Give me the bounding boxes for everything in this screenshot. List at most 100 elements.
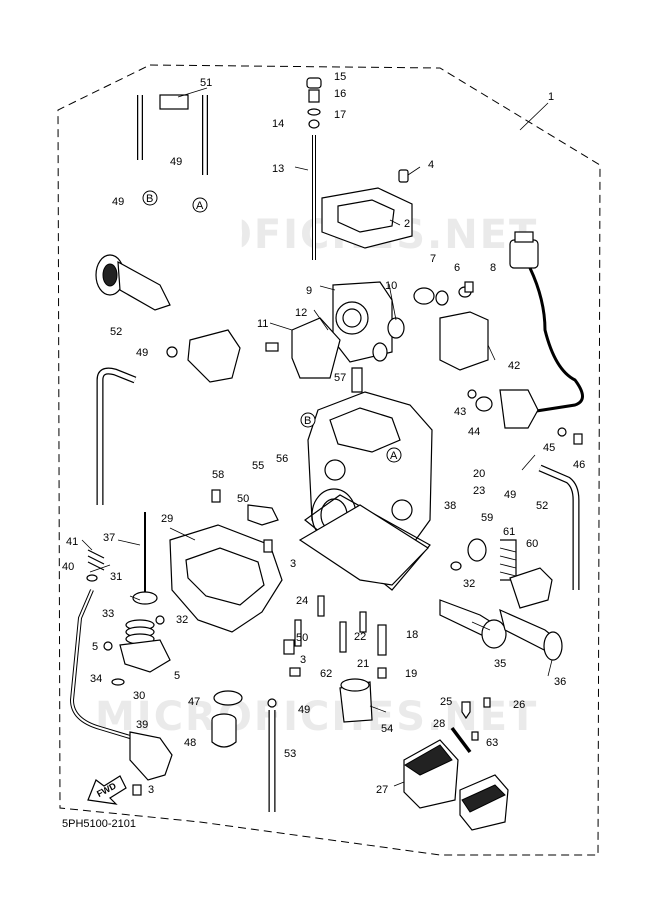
callout-38: 38 <box>444 500 456 512</box>
callout-49: 49 <box>170 156 182 168</box>
callout-52b: 52 <box>536 500 548 512</box>
callout-55: 55 <box>252 460 264 472</box>
switch-assembly-27 <box>403 739 509 831</box>
callout-32: 32 <box>176 614 188 626</box>
callout-29: 29 <box>161 513 173 525</box>
leader-1 <box>519 102 549 131</box>
callout-50: 50 <box>237 493 249 505</box>
callout-57: 57 <box>334 372 346 384</box>
callout-45: 45 <box>543 442 555 454</box>
fwd-arrow: FWD <box>87 775 127 805</box>
carburetor-body <box>298 367 433 591</box>
callout-32b: 32 <box>463 578 475 590</box>
callout-54: 54 <box>381 723 393 735</box>
callout-62: 62 <box>320 668 332 680</box>
small-parts-lower-right <box>450 697 491 754</box>
callout-49b: 49 <box>112 196 124 208</box>
drain-tube-53 <box>267 698 277 812</box>
callout-34: 34 <box>90 673 102 685</box>
callout-3b: 3 <box>300 654 306 666</box>
float-bowl-29 <box>169 489 283 633</box>
callout-33: 33 <box>102 608 114 620</box>
callout-19: 19 <box>405 668 417 680</box>
assembly-boundary <box>57 64 601 856</box>
callout-49d: 49 <box>504 489 516 501</box>
callout-18: 18 <box>406 629 418 641</box>
overflow-tube-52 <box>96 367 580 590</box>
callout-35: 35 <box>494 658 506 670</box>
svg-text:B: B <box>146 193 153 205</box>
callout-11: 11 <box>257 318 268 330</box>
callout-52: 52 <box>110 326 122 338</box>
callout-23: 23 <box>473 485 485 497</box>
callout-7: 7 <box>430 253 436 265</box>
callout-48: 48 <box>184 737 196 749</box>
ref-mark-a-body: A <box>386 447 402 463</box>
callout-28: 28 <box>433 718 445 730</box>
callout-17: 17 <box>334 109 346 121</box>
callout-37: 37 <box>103 532 115 544</box>
callout-46: 46 <box>573 459 585 471</box>
callout-15: 15 <box>334 71 346 83</box>
right-side-parts <box>439 538 563 661</box>
callout-49e: 49 <box>298 704 310 716</box>
callout-42: 42 <box>508 360 520 372</box>
callout-3: 3 <box>290 558 296 570</box>
callout-16: 16 <box>334 88 346 100</box>
ref-mark-a-top: A <box>192 197 208 213</box>
callout-44: 44 <box>468 426 480 438</box>
svg-text:B: B <box>304 415 311 427</box>
callout-60: 60 <box>526 538 538 550</box>
callout-3c: 3 <box>148 784 154 796</box>
callout-51: 51 <box>200 77 212 89</box>
ref-mark-b-body: B <box>300 412 316 428</box>
jet-parts <box>283 595 387 723</box>
callout-36: 36 <box>554 676 566 688</box>
callout-43: 43 <box>454 406 466 418</box>
callout-10: 10 <box>385 280 397 292</box>
svg-text:A: A <box>196 200 204 212</box>
throttle-pulley <box>95 254 241 383</box>
callout-5b: 5 <box>174 670 180 682</box>
callout-30: 30 <box>133 690 145 702</box>
callout-22: 22 <box>354 631 366 643</box>
callout-49c: 49 <box>136 347 148 359</box>
throttle-sensor-42 <box>467 231 584 445</box>
callout-9: 9 <box>306 285 312 297</box>
callout-12: 12 <box>295 307 307 319</box>
callout-53: 53 <box>284 748 296 760</box>
diagram-code: 5PH5100-2101 <box>62 818 136 830</box>
clamp-set <box>413 281 489 371</box>
drain-plug-48 <box>211 690 243 748</box>
callout-21: 21 <box>357 658 369 670</box>
callout-56: 56 <box>276 453 288 465</box>
callout-47: 47 <box>188 696 200 708</box>
svg-text:A: A <box>390 450 398 462</box>
callout-1: 1 <box>548 91 554 103</box>
callout-31: 31 <box>110 571 122 583</box>
callout-25: 25 <box>440 696 452 708</box>
diaphragm-set <box>103 591 171 686</box>
callout-6: 6 <box>454 262 460 274</box>
callout-labels: 1 2 3 3 3 4 5 5 6 7 8 9 10 11 12 13 14 1… <box>62 71 585 796</box>
throttle-housing <box>265 281 405 379</box>
callout-59: 59 <box>481 512 493 524</box>
callout-2: 2 <box>404 218 410 230</box>
top-cover-2 <box>321 169 413 249</box>
needle-screw-stack <box>306 77 322 260</box>
callout-58: 58 <box>212 469 224 481</box>
callout-13: 13 <box>272 163 284 175</box>
breather-tube-51 <box>93 87 242 300</box>
callout-5: 5 <box>92 641 98 653</box>
callout-24: 24 <box>296 595 308 607</box>
callout-4: 4 <box>428 159 434 171</box>
callout-8: 8 <box>490 262 496 274</box>
callout-61: 61 <box>503 526 515 538</box>
callout-14: 14 <box>272 118 284 130</box>
callout-40: 40 <box>62 561 74 573</box>
leader-lines <box>81 166 553 787</box>
callout-50b: 50 <box>296 632 308 644</box>
callout-41: 41 <box>66 536 78 548</box>
throttle-cable-39 <box>69 549 173 796</box>
